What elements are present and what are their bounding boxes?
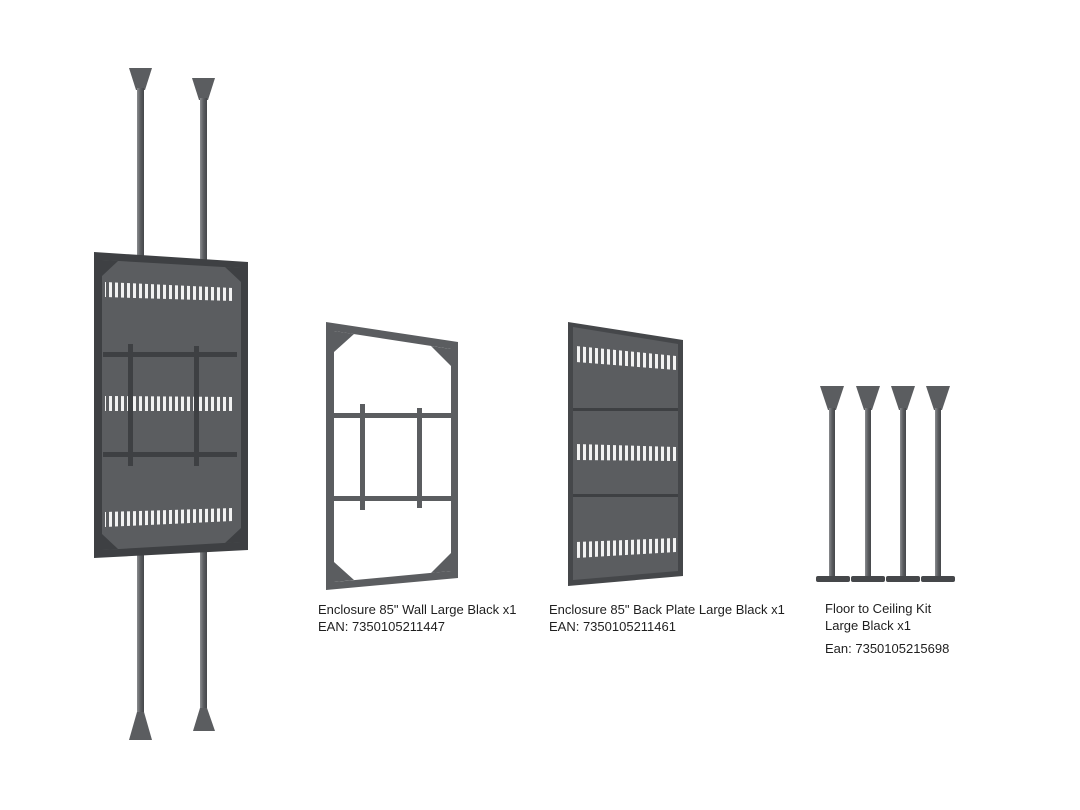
pole-lower-right <box>200 547 207 719</box>
mount-rail-upper <box>103 352 237 357</box>
product-name-line2: Large Black x1 <box>825 618 911 633</box>
kit-cup-1 <box>820 386 844 410</box>
back-vent-middle <box>576 444 676 461</box>
kit-base-4 <box>921 576 955 582</box>
floor-foot-right <box>193 708 215 731</box>
wall-upright-right <box>417 408 422 508</box>
pole-upper-left <box>137 88 144 256</box>
corner-bracket <box>102 534 118 550</box>
caption-back-plate: Enclosure 85" Back Plate Large Black x1 … <box>549 601 785 635</box>
floor-to-ceiling-kit <box>816 386 955 582</box>
kit-cup-4 <box>926 386 950 410</box>
product-ean: Ean: 7350105215698 <box>825 641 950 656</box>
corner-bracket <box>334 562 354 582</box>
kit-cup-3 <box>891 386 915 410</box>
ceiling-cup-right <box>192 78 215 100</box>
kit-pole-4 <box>935 408 941 578</box>
caption-floor-ceiling-kit: Floor to Ceiling Kit Large Black x1 Ean:… <box>825 600 949 657</box>
wall-upright-left <box>360 404 365 510</box>
kit-base-1 <box>816 576 850 582</box>
product-name-line1: Floor to Ceiling Kit <box>825 601 932 616</box>
mount-rail-lower <box>103 452 237 457</box>
corner-bracket <box>431 553 451 573</box>
corner-bracket <box>225 267 241 282</box>
product-name: Enclosure 85" Wall Large Black x1 <box>318 602 517 617</box>
back-seam-upper <box>573 408 678 411</box>
kit-cup-2 <box>856 386 880 410</box>
vent-row-bottom <box>105 508 233 527</box>
back-seam-lower <box>573 494 678 497</box>
wall-rail-upper <box>334 413 451 418</box>
wall-frame <box>326 322 458 590</box>
kit-pole-3 <box>900 408 906 578</box>
mount-upright-left <box>128 344 133 466</box>
product-ean: EAN: 7350105211447 <box>318 619 445 634</box>
back-plate <box>568 322 683 586</box>
kit-pole-1 <box>829 408 835 578</box>
pole-lower-left <box>137 552 144 722</box>
ceiling-cup-left <box>129 68 152 90</box>
kit-base-2 <box>851 576 885 582</box>
mount-upright-right <box>194 346 199 466</box>
vent-row-top <box>105 282 233 301</box>
corner-bracket <box>225 528 241 543</box>
kit-pole-2 <box>865 408 871 578</box>
pole-upper-right <box>200 98 207 260</box>
wall-rail-lower <box>334 496 451 501</box>
vent-row-middle <box>105 396 233 411</box>
back-vent-bottom <box>576 538 676 558</box>
back-vent-top <box>576 346 676 370</box>
corner-bracket <box>334 331 354 352</box>
product-ean: EAN: 7350105211461 <box>549 619 676 634</box>
kit-base-3 <box>886 576 920 582</box>
product-name: Enclosure 85" Back Plate Large Black x1 <box>549 602 785 617</box>
floor-foot-left <box>129 712 152 740</box>
corner-bracket <box>102 260 118 276</box>
assembled-enclosure <box>94 68 248 740</box>
caption-wall-enclosure: Enclosure 85" Wall Large Black x1 EAN: 7… <box>318 601 517 635</box>
corner-bracket <box>431 346 451 366</box>
wall-frame-opening <box>334 331 451 582</box>
